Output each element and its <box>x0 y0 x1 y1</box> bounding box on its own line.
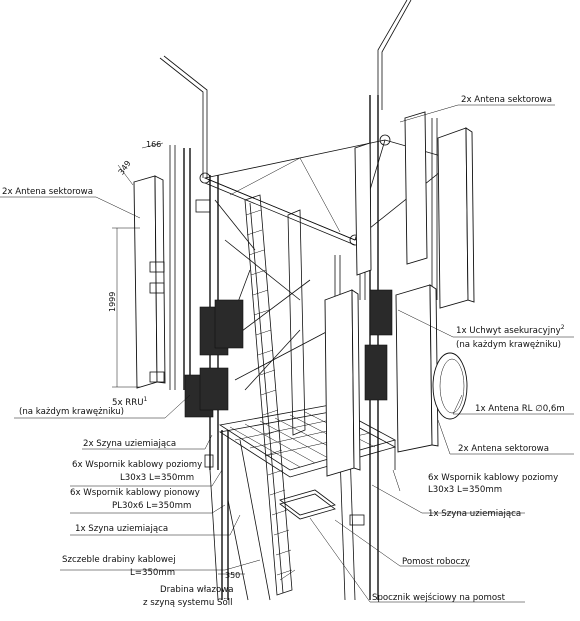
label-cable-support-horizontal-left-size: L30x3 L=350mm <box>120 473 194 483</box>
dimension-1999: 1999 <box>108 292 117 312</box>
label-rl-antenna: 1x Antena RL ∅0,6m <box>475 404 565 414</box>
label-cable-support-horizontal-right-size: L30x3 L=350mm <box>428 485 502 495</box>
label-entry-ladder-rail: z szyną systemu Söll <box>143 598 233 608</box>
sector-antenna-right <box>395 284 439 453</box>
dimension-349: 349 <box>117 159 133 177</box>
label-holder: 1x Uchwyt asekuracyjny2 <box>456 324 565 336</box>
label-holder-note: (na każdym krawężniku) <box>456 340 561 350</box>
label-grounding-bar-left: 1x Szyna uziemiająca <box>75 524 168 534</box>
label-cable-support-horizontal-left: 6x Wspornik kablowy poziomy <box>72 460 202 470</box>
label-antenna-sector-left: 2x Antena sektorowa <box>2 187 93 197</box>
label-rru-note: (na każdym krawężniku) <box>19 407 124 417</box>
label-antenna-sector-top-right: 2x Antena sektorowa <box>461 95 552 105</box>
label-ladder-rungs: Szczeble drabiny kablowej <box>62 555 176 565</box>
label-platform-rest: Spocznik wejściowy na pomost <box>372 592 506 603</box>
label-entry-ladder: Drabina włazowa <box>160 585 234 595</box>
rru-units <box>184 289 393 418</box>
label-cable-support-vertical: 6x Wspornik kablowy pionowy <box>70 488 200 498</box>
dimension-350: 350 <box>225 571 240 580</box>
dimension-lines <box>112 142 245 575</box>
sector-antenna-center <box>324 289 361 477</box>
leader-lines <box>0 104 574 603</box>
label-grounding-bar-right: 1x Szyna uziemiająca <box>428 509 521 519</box>
sector-antenna-right-top <box>437 127 475 309</box>
label-working-platform: Pomost roboczy <box>402 557 470 567</box>
label-cable-support-horizontal-right: 6x Wspornik kablowy poziomy <box>428 473 558 483</box>
label-grounding-bars: 2x Szyna uziemiająca <box>83 439 176 449</box>
label-antenna-sector-right: 2x Antena sektorowa <box>458 444 549 454</box>
label-cable-support-vertical-size: PL30x6 L=350mm <box>112 501 191 511</box>
sector-antenna-back <box>354 111 428 276</box>
sector-antenna-left <box>133 175 166 389</box>
rl-dish-antenna <box>432 352 468 420</box>
dimension-166: 166 <box>146 140 161 149</box>
label-rru: 5x RRU1 <box>112 396 148 408</box>
label-ladder-rungs-length: L=350mm <box>130 568 175 578</box>
